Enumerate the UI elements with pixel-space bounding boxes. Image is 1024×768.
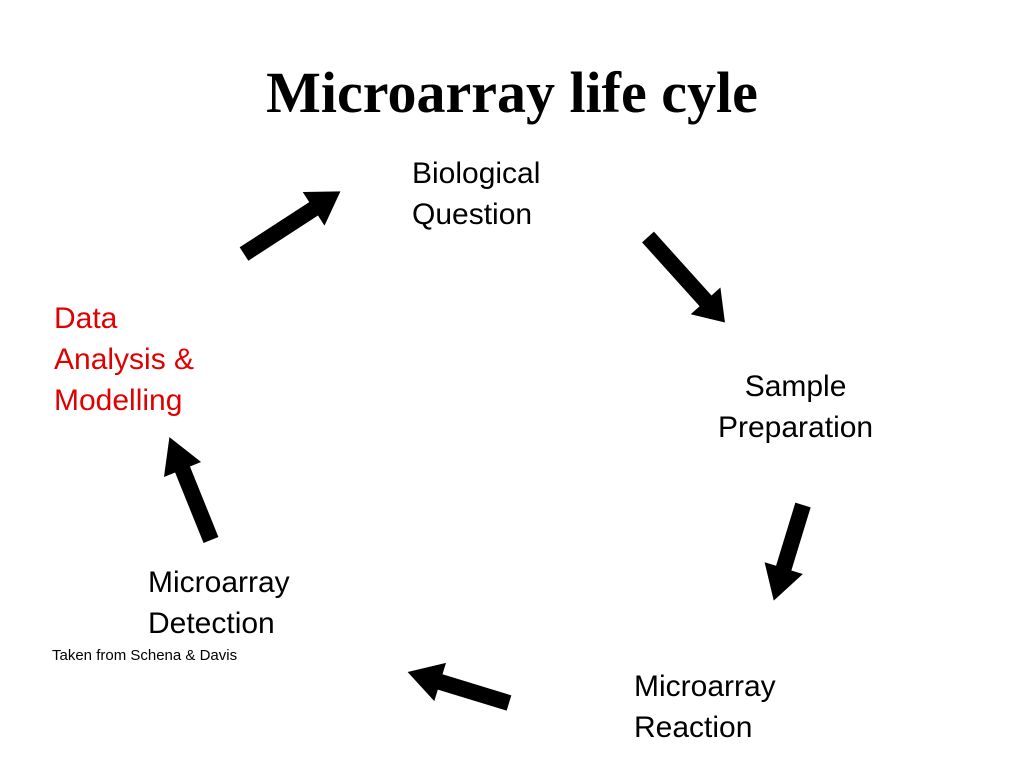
stage-label-line: Analysis & (54, 343, 195, 376)
stage-data-analysis-modelling: Data Analysis & Modelling (54, 298, 194, 421)
stage-label-line: Modelling (54, 384, 183, 417)
block-arrow-icon (764, 502, 811, 601)
block-arrow-icon (163, 437, 219, 543)
source-credit: Taken from Schena & Davis (52, 647, 238, 664)
stage-label-line: Detection (148, 607, 275, 640)
stage-label-line: Reaction (634, 711, 753, 744)
slide-title: Microarray life cyle (266, 60, 758, 125)
stage-label-line: Microarray (148, 566, 290, 599)
block-arrow-icon (407, 662, 512, 711)
block-arrow-icon (642, 231, 725, 323)
stage-label-line: Sample (744, 370, 847, 403)
block-arrow-icon (239, 191, 341, 261)
stage-microarray-detection: Microarray Detection (148, 562, 290, 644)
stage-label-line: Preparation (718, 411, 874, 444)
stage-label-line: Data (54, 302, 118, 335)
stage-biological-question: Biological Question (412, 153, 540, 235)
stage-label-line: Microarray (634, 670, 776, 703)
stage-label-line: Biological (412, 157, 541, 190)
stage-microarray-reaction: Microarray Reaction (634, 666, 776, 748)
stage-label-line: Question (412, 198, 533, 231)
stage-sample-preparation: Sample Preparation (718, 366, 873, 448)
